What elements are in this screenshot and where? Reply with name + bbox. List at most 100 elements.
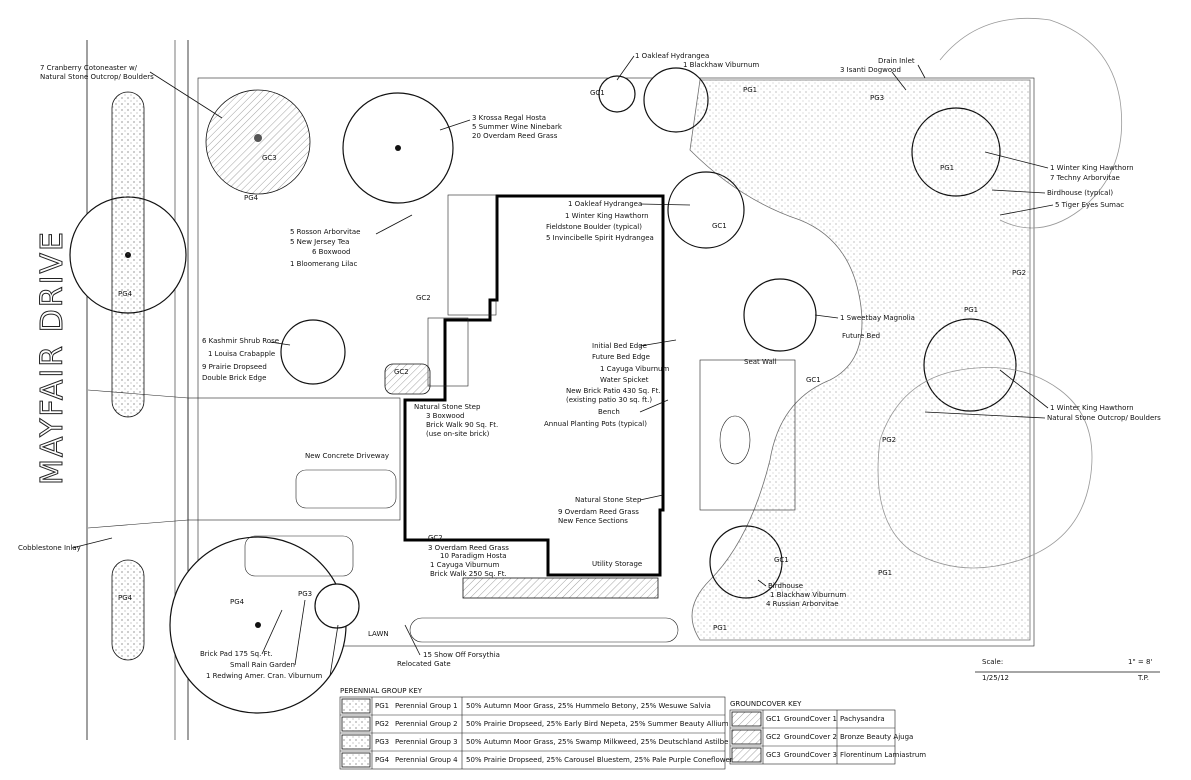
svg-text:7 Cranberry Cotoneaster w/: 7 Cranberry Cotoneaster w/ bbox=[40, 64, 138, 72]
label-east-step: Natural Stone Step 9 Overdam Reed Grass … bbox=[558, 496, 642, 525]
bed-code: PG3 bbox=[870, 94, 884, 102]
svg-text:1 Redwing Amer. Cran. Viburnum: 1 Redwing Amer. Cran. Viburnum bbox=[206, 672, 322, 680]
svg-text:Small Rain Garden: Small Rain Garden bbox=[230, 661, 295, 669]
patio-outline bbox=[699, 359, 796, 511]
label-dogwood: 3 Isanti Dogwood bbox=[840, 66, 901, 74]
svg-text:Natural Stone Step: Natural Stone Step bbox=[414, 403, 481, 411]
svg-text:GC1: GC1 bbox=[766, 715, 781, 723]
label-drain: Drain Inlet bbox=[878, 57, 915, 65]
canopy-ne bbox=[939, 17, 1123, 229]
crabapple bbox=[280, 319, 346, 385]
label-techny: 7 Techny Arborvitae bbox=[1050, 174, 1120, 182]
svg-text:5 Invincibelle Spirit Hydrange: 5 Invincibelle Spirit Hydrangea bbox=[546, 234, 654, 242]
hawthorn-mid bbox=[667, 171, 745, 249]
svg-text:1 Blackhaw Viburnum: 1 Blackhaw Viburnum bbox=[770, 591, 846, 599]
rain-garden-viburnum bbox=[314, 583, 360, 629]
label-hosta-group: 3 Krossa Regal Hosta 5 Summer Wine Nineb… bbox=[472, 114, 563, 140]
magnolia bbox=[743, 278, 817, 352]
scale-initials: T.P. bbox=[1137, 674, 1149, 682]
label-hawthorn-right: 1 Winter King Hawthorn bbox=[1050, 164, 1134, 172]
svg-text:9 Prairie Dropseed: 9 Prairie Dropseed bbox=[202, 363, 267, 371]
label-oakleaf-mid: 1 Oakleaf Hydrangea 1 Winter King Hawtho… bbox=[546, 200, 654, 242]
bed-code: GC2 bbox=[416, 294, 431, 302]
stoop bbox=[427, 317, 469, 387]
svg-text:1 Oakleaf Hydrangea: 1 Oakleaf Hydrangea bbox=[635, 52, 709, 60]
bed-code: GC1 bbox=[774, 556, 789, 564]
bed-code: PG4 bbox=[230, 598, 245, 606]
car-driveway bbox=[295, 469, 397, 509]
label-step-group: Natural Stone Step 3 Boxwood Brick Walk … bbox=[414, 403, 498, 438]
svg-text:3 Overdam Reed Grass: 3 Overdam Reed Grass bbox=[428, 544, 509, 552]
svg-text:New Brick Patio 430 Sq. Ft.: New Brick Patio 430 Sq. Ft. bbox=[566, 387, 661, 395]
bed-code: PG1 bbox=[743, 86, 757, 94]
label-utility: Utility Storage bbox=[592, 560, 642, 568]
svg-text:(use on-site brick): (use on-site brick) bbox=[426, 430, 490, 438]
label-cotoneaster: 7 Cranberry Cotoneaster w/ Natural Stone… bbox=[40, 64, 154, 81]
gc2-bed bbox=[384, 363, 431, 395]
svg-text:1 Louisa Crabapple: 1 Louisa Crabapple bbox=[208, 350, 275, 358]
bed-code: PG2 bbox=[882, 436, 896, 444]
groundcover-key: GROUNDCOVER KEY GC1 GroundCover 1 Pachys… bbox=[729, 700, 926, 765]
svg-text:6 Kashmir Shrub Rose: 6 Kashmir Shrub Rose bbox=[202, 337, 279, 345]
svg-text:New Fence Sections: New Fence Sections bbox=[558, 517, 628, 525]
patio-table bbox=[719, 415, 751, 465]
bed-code: PG1 bbox=[713, 624, 727, 632]
svg-text:3 Boxwood: 3 Boxwood bbox=[426, 412, 464, 420]
svg-text:Future Bed Edge: Future Bed Edge bbox=[592, 353, 650, 361]
label-birdhouse-typ: Birdhouse (typical) bbox=[1047, 189, 1113, 197]
svg-text:Florentinum Lamiastrum: Florentinum Lamiastrum bbox=[840, 751, 926, 759]
bed-code: PG1 bbox=[940, 164, 954, 172]
svg-text:Natural Stone Step: Natural Stone Step bbox=[575, 496, 642, 504]
bed-code: PG4 bbox=[118, 290, 133, 298]
svg-text:1 Winter King Hawthorn: 1 Winter King Hawthorn bbox=[565, 212, 649, 220]
svg-text:Fieldstone Boulder (typical): Fieldstone Boulder (typical) bbox=[546, 223, 642, 231]
svg-text:Water Spicket: Water Spicket bbox=[600, 376, 649, 384]
svg-text:4 Russian Arborvitae: 4 Russian Arborvitae bbox=[766, 600, 839, 608]
label-kashmir: 6 Kashmir Shrub Rose 1 Louisa Crabapple … bbox=[202, 337, 279, 382]
pg4-strip-north bbox=[111, 91, 145, 418]
forsythia-hedge bbox=[409, 617, 679, 643]
label-rain-garden: Brick Pad 175 Sq. Ft. Small Rain Garden … bbox=[200, 650, 322, 680]
label-bed-edges: Initial Bed Edge Future Bed Edge 1 Cayug… bbox=[592, 342, 669, 384]
svg-text:5 Summer Wine Ninebark: 5 Summer Wine Ninebark bbox=[472, 123, 563, 131]
bed-code: GC1 bbox=[712, 222, 727, 230]
svg-text:Brick Walk 90 Sq. Ft.: Brick Walk 90 Sq. Ft. bbox=[426, 421, 498, 429]
svg-text:Perennial Group 3: Perennial Group 3 bbox=[395, 738, 458, 746]
label-seat-wall: Seat Wall bbox=[744, 358, 777, 366]
svg-text:GC2: GC2 bbox=[428, 534, 443, 542]
label-outcrop: Natural Stone Outcrop/ Boulders bbox=[1047, 414, 1161, 422]
label-sumac: 5 Tiger Eyes Sumac bbox=[1055, 201, 1124, 209]
perennial-key: PERENNIAL GROUP KEY PG1 Perennial Group … bbox=[339, 687, 733, 770]
label-patio: New Brick Patio 430 Sq. Ft. (existing pa… bbox=[544, 387, 661, 428]
pg1-bed-east bbox=[689, 79, 1031, 641]
svg-text:PG2: PG2 bbox=[375, 720, 389, 728]
svg-text:50% Prairie Dropseed, 25% Caro: 50% Prairie Dropseed, 25% Carousel Blues… bbox=[466, 756, 733, 764]
svg-text:20 Overdam Reed Grass: 20 Overdam Reed Grass bbox=[472, 132, 558, 140]
bed-code: PG3 bbox=[298, 590, 312, 598]
svg-text:1 Cayuga Viburnum: 1 Cayuga Viburnum bbox=[600, 365, 669, 373]
bed-code: PG4 bbox=[244, 194, 259, 202]
svg-text:10 Paradigm Hosta: 10 Paradigm Hosta bbox=[440, 552, 507, 560]
oakleaf-top bbox=[598, 75, 636, 113]
label-forsythia: 15 Show Off Forsythia bbox=[423, 651, 500, 659]
label-west-group: 5 Rosson Arborvitae 5 New Jersey Tea 6 B… bbox=[290, 228, 360, 268]
svg-text:GC2: GC2 bbox=[766, 733, 781, 741]
svg-text:Annual Planting Pots (typical): Annual Planting Pots (typical) bbox=[544, 420, 647, 428]
svg-text:50% Autumn Moor Grass, 25% Hum: 50% Autumn Moor Grass, 25% Hummelo Beton… bbox=[466, 702, 711, 710]
svg-text:1 Oakleaf Hydrangea: 1 Oakleaf Hydrangea bbox=[568, 200, 642, 208]
bed-code: PG1 bbox=[878, 569, 892, 577]
street-tree-south-trunk bbox=[255, 622, 261, 628]
svg-text:GroundCover 1: GroundCover 1 bbox=[784, 715, 837, 723]
label-oakleaf-top: 1 Oakleaf Hydrangea 1 Blackhaw Viburnum bbox=[635, 52, 759, 69]
label-future-bed: Future Bed bbox=[842, 332, 880, 340]
svg-text:GROUNDCOVER KEY: GROUNDCOVER KEY bbox=[730, 700, 802, 708]
house-outline bbox=[403, 194, 665, 577]
svg-text:Brick Walk 250 Sq. Ft.: Brick Walk 250 Sq. Ft. bbox=[430, 570, 507, 578]
svg-text:5 New Jersey Tea: 5 New Jersey Tea bbox=[290, 238, 349, 246]
svg-text:1 Bloomerang Lilac: 1 Bloomerang Lilac bbox=[290, 260, 357, 268]
label-gate: Relocated Gate bbox=[397, 660, 451, 668]
label-lawn: LAWN bbox=[368, 630, 389, 638]
svg-text:GroundCover 2: GroundCover 2 bbox=[784, 733, 837, 741]
pg4-strip-south bbox=[111, 559, 145, 661]
